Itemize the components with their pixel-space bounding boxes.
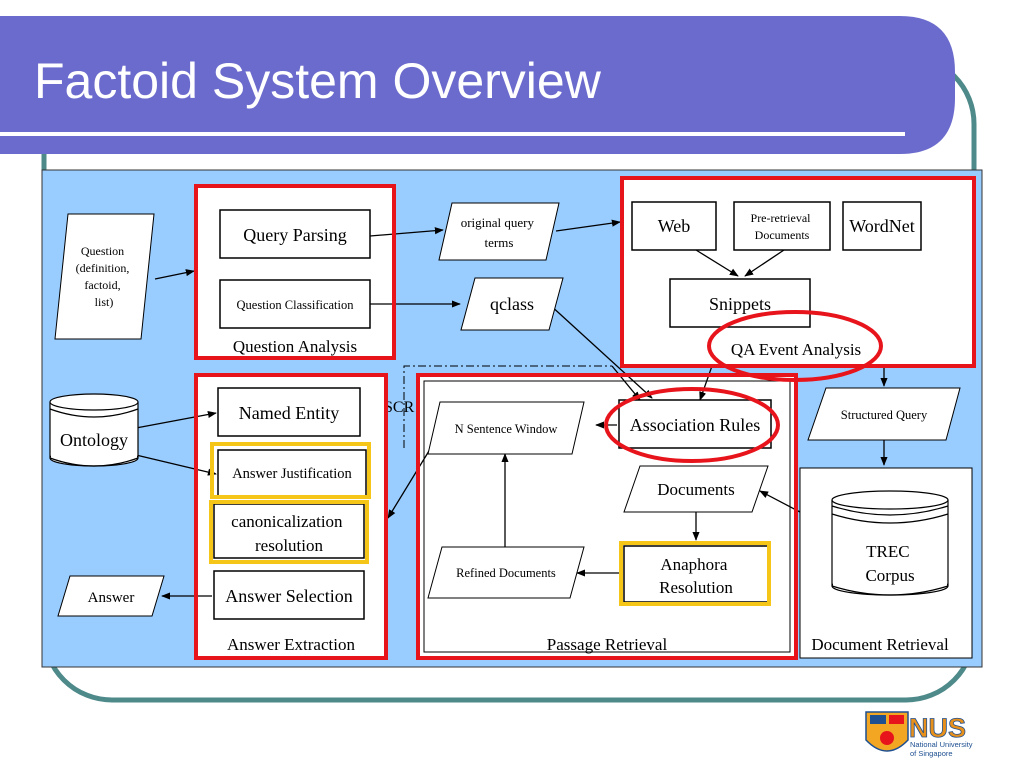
arrow-preretrieval-to-snippets [744,249,785,277]
connectors [135,219,888,600]
canonicalization-highlight [209,500,369,564]
answer-selection-node [213,570,365,620]
qa-event-highlight [620,176,976,368]
answer-extraction-highlight [194,373,388,660]
qa-event-analysis-caption: QA Event Analysis [731,340,861,359]
nus-logo: NUS National University of Singapore [865,711,975,758]
n-sentence-window-label: N Sentence Window [455,422,558,436]
qclass-node [460,277,564,331]
web-node [631,201,717,251]
arrow-trec-to-documents [759,490,801,513]
wordnet-label: WordNet [849,216,915,236]
query-parsing-node [219,209,371,259]
canonicalization-node [213,503,365,559]
passage-retrieval-highlight [416,373,798,660]
association-rules-node [618,399,772,449]
answer-justification-node [217,449,367,497]
query-parsing-label: Query Parsing [243,225,346,245]
question-label: Question (definition, factoid, list) [76,244,133,309]
ontology-label: Ontology [60,430,128,450]
arrow-web-to-snippets [695,249,739,277]
n-sentence-window-node [427,401,585,455]
pre-retrieval-documents-label: Pre-retrieval Documents [751,211,814,242]
original-query-terms-node [438,202,560,261]
structured-query-label: Structured Query [841,408,928,422]
wordnet-node [842,201,922,251]
trec-corpus-label: TREC Corpus [865,542,914,585]
title-band [0,16,955,154]
documents-label: Documents [657,480,734,499]
scr-label: SCR [384,399,415,416]
red-highlights [194,176,976,660]
named-entity-label: Named Entity [239,403,339,423]
answer-selection-label: Answer Selection [225,586,352,606]
structured-query-node [807,387,961,441]
trec-corpus-node [831,490,949,596]
question-classification-node [219,279,371,329]
question-node [54,213,155,340]
gold-highlights [209,442,771,606]
original-query-terms-label: original query terms [461,215,538,250]
nus-logo-text: NUS [909,713,966,743]
document-retrieval-caption: Document Retrieval [811,635,949,654]
association-rules-label: Association Rules [630,415,761,435]
association-rules-oval [604,387,780,463]
named-entity-node [217,387,361,437]
question-analysis-caption: Question Analysis [233,337,357,356]
scr-dashdot-line [403,365,612,448]
question-classification-label: Question Classification [237,298,355,312]
passage-retrieval-caption: Passage Retrieval [547,635,668,654]
web-label: Web [658,216,691,236]
refined-documents-node [427,546,585,599]
arrow-qclass-to-association [548,303,653,399]
canonicalization-label: canonicalization resolution [231,512,347,555]
pre-retrieval-documents-node [733,201,831,251]
ontology-node [49,393,139,467]
arrow-dashline-to-association [611,365,641,401]
qclass-label: qclass [490,294,534,314]
anaphora-resolution-highlight [619,541,771,606]
arrow-ontology-to-named-entity [135,410,217,429]
question-analysis-highlight [194,184,396,360]
answer-label: Answer [88,590,135,606]
documents-node [623,465,769,513]
anaphora-resolution-label: Anaphora Resolution [659,555,733,597]
arrow-snippets-to-association [699,365,713,401]
qa-event-analysis-oval [707,310,883,382]
arrow-terms-to-qa-event [555,219,621,232]
arrow-window-to-answer-extraction [387,445,433,519]
arrow-ontology-to-justification [135,454,217,476]
passage-inner-border [423,380,791,653]
refined-documents-label: Refined Documents [456,566,556,580]
arrow-parsing-to-terms [369,227,444,237]
answer-justification-label: Answer Justification [232,466,352,482]
snippets-label: Snippets [709,294,771,314]
answer-node [57,575,165,617]
answer-justification-highlight [210,442,371,499]
nus-logo-subtitle: National University of Singapore [910,740,975,758]
slide-title: Factoid System Overview [34,53,602,109]
answer-extraction-caption: Answer Extraction [227,635,355,654]
arrow-question-to-analysis [154,269,195,280]
